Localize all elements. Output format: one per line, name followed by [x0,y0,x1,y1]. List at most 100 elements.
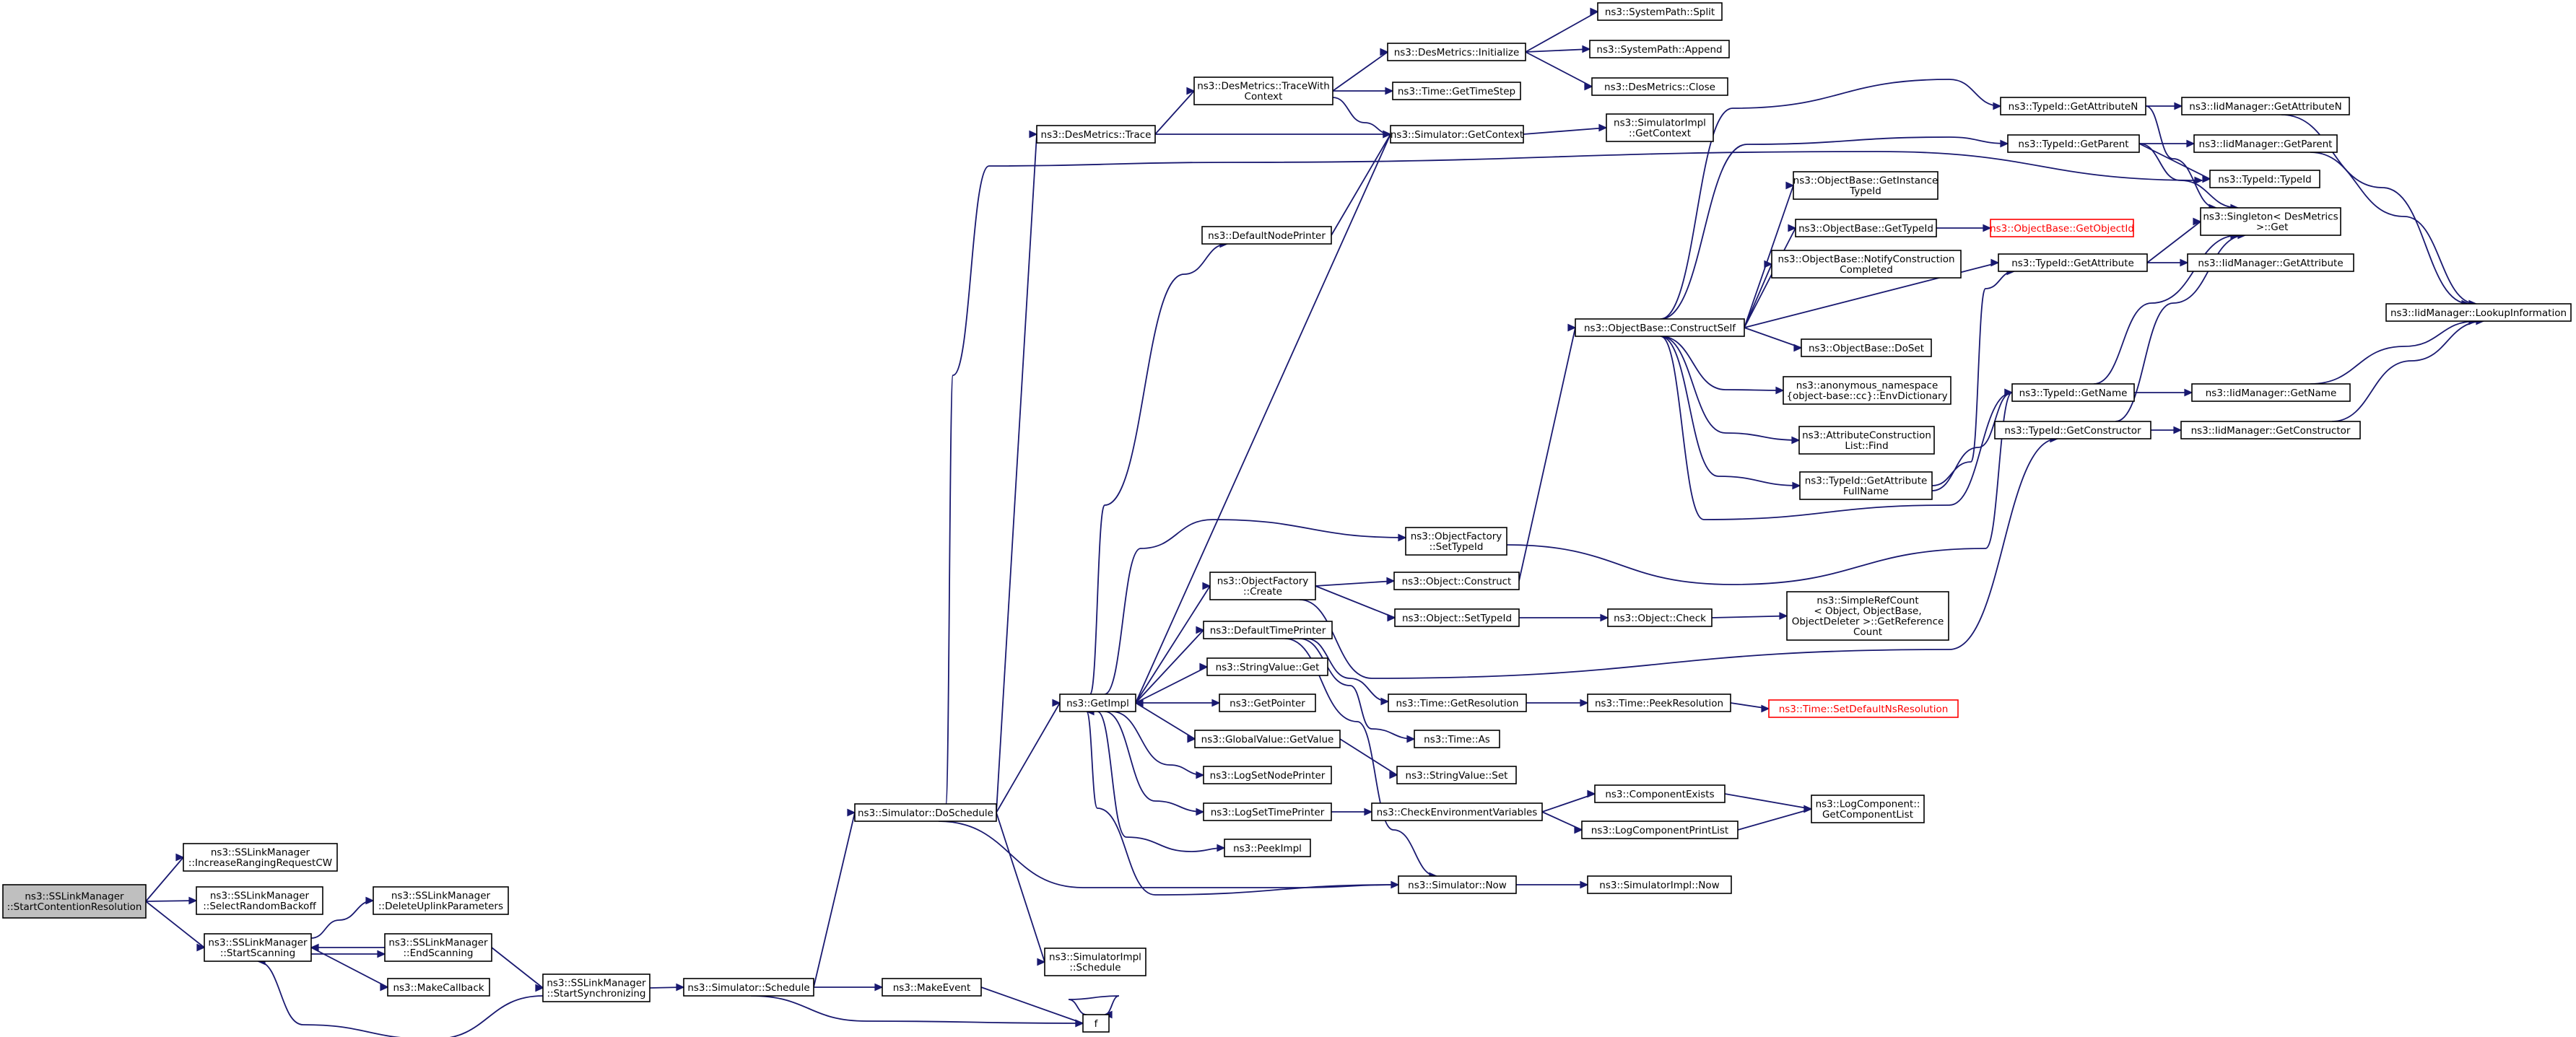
edge-line [1089,243,1228,695]
node-simDoSchedule[interactable]: ns3::Simulator::DoSchedule [854,803,997,822]
node-label-line: ::SelectRandomBackoff [203,901,316,912]
edge-line [257,961,544,1037]
node-tidGetConstr[interactable]: ns3::TypeId::GetConstructor [1994,421,2151,439]
node-strValSet[interactable]: ns3::StringValue::Set [1396,766,1517,784]
node-label-line: ns3::Object::Check [1614,613,1706,624]
node-objFactSetType[interactable]: ns3::ObjectFactory::SetTypeId [1405,527,1507,556]
node-box [2200,207,2341,236]
node-iidGetName[interactable]: ns3::IidManager::GetName [2191,383,2351,402]
node-simpleRef[interactable]: ns3::SimpleRefCount< Object, ObjectBase,… [1786,591,1949,641]
node-desInit[interactable]: ns3::DesMetrics::Initialize [1387,43,1526,61]
node-tidGetAttrN[interactable]: ns3::TypeId::GetAttributeN [2000,97,2146,115]
node-objConstruct[interactable]: ns3::Object::Construct [1393,572,1520,590]
node-box [2385,303,2572,322]
node-root[interactable]: ns3::SSLinkManager::StartContentionResol… [2,884,147,919]
node-singletonGet[interactable]: ns3::Singleton< DesMetrics >::Get [2200,207,2341,236]
node-iidGetConstr[interactable]: ns3::IidManager::GetConstructor [2180,421,2361,439]
node-checkEnv[interactable]: ns3::CheckEnvironmentVariables [1371,802,1543,821]
node-simImplNow[interactable]: ns3::SimulatorImpl::Now [1587,875,1732,894]
edge-line [813,812,856,988]
node-simSchedule[interactable]: ns3::Simulator::Schedule [683,978,814,997]
node-timeStep[interactable]: ns3::Time::GetTimeStep [1392,82,1521,100]
node-label-line: ns3::ObjectBase::ConstructSelf [1584,323,1736,334]
call-edge-objBaseConstruct-to-tidGetAttrFull [1660,336,1801,490]
node-globValGet[interactable]: ns3::GlobalValue::GetValue [1194,730,1341,748]
node-iidGetParent[interactable]: ns3::IidManager::GetParent [2193,134,2338,153]
node-obGetObjectId[interactable]: ns3::ObjectBase::GetObjectId [1990,219,2134,237]
node-logCompGetList[interactable]: ns3::LogComponent::GetComponentList [1811,795,1925,823]
node-objSetType[interactable]: ns3::Object::SetTypeId [1394,608,1520,627]
node-startSync[interactable]: ns3::SSLinkManager::StartSynchronizing [542,973,650,1002]
node-tidGetParent[interactable]: ns3::TypeId::GetParent [2007,134,2140,153]
node-defNodePrinter[interactable]: ns3::DefaultNodePrinter [1201,226,1332,245]
node-sysSplit[interactable]: ns3::SystemPath::Split [1597,2,1723,21]
node-simGetCtx[interactable]: ns3::Simulator::GetContext [1390,125,1524,144]
node-tidGetName[interactable]: ns3::TypeId::GetName [2011,383,2135,402]
node-label-line: ns3::IidManager::GetAttributeN [2189,101,2341,113]
node-timeGetRes[interactable]: ns3::Time::GetResolution [1388,693,1527,712]
node-f[interactable]: f [1082,1014,1110,1033]
node-label: ns3::TypeId::GetAttributeN [2009,101,2138,113]
node-timePeekRes[interactable]: ns3::Time::PeekResolution [1587,693,1731,712]
node-label-line: ns3::DesMetrics::TraceWith [1197,81,1330,92]
node-label-line: ns3::anonymous_namespace [1796,380,1938,392]
node-objBaseConstruct[interactable]: ns3::ObjectBase::ConstructSelf [1575,318,1745,337]
call-edge-startSync-to-startScan [256,957,544,1037]
arrowhead-icon [1792,481,1801,490]
node-endScan[interactable]: ns3::SSLinkManager::EndScanning [384,933,492,962]
node-sysAppend[interactable]: ns3::SystemPath::Append [1589,40,1730,58]
node-anonEnv[interactable]: ns3::anonymous_namespace{object-base::cc… [1783,376,1951,405]
node-delUplink[interactable]: ns3::SSLinkManager::DeleteUplinkParamete… [373,886,509,915]
node-label: ns3::Object::SetTypeId [1402,613,1512,624]
node-iidLookup[interactable]: ns3::IidManager::LookupInformation [2385,303,2572,322]
node-selRandom[interactable]: ns3::SSLinkManager::SelectRandomBackoff [196,886,323,915]
node-iidGetAttrN[interactable]: ns3::IidManager::GetAttributeN [2181,97,2350,115]
node-timeAs[interactable]: ns3::Time::As [1414,730,1500,748]
node-logCompPrint[interactable]: ns3::LogComponentPrintList [1581,821,1739,839]
node-box [1387,43,1526,61]
node-objFactCreate[interactable]: ns3::ObjectFactory::Create [1209,572,1316,600]
node-timeSetDefNs[interactable]: ns3::Time::SetDefaultNsResolution [1768,699,1959,718]
node-strValGet[interactable]: ns3::StringValue::Get [1206,657,1328,676]
node-iidGetAttr[interactable]: ns3::IidManager::GetAttribute [2187,253,2354,272]
node-compExists[interactable]: ns3::ComponentExists [1594,784,1726,803]
node-makeEvent[interactable]: ns3::MakeEvent [882,978,982,997]
node-obDoSet[interactable]: ns3::ObjectBase::DoSet [1801,338,1932,357]
node-simNow[interactable]: ns3::Simulator::Now [1398,875,1517,894]
node-tidGetAttr[interactable]: ns3::TypeId::GetAttribute [1998,253,2148,272]
node-label-line: ns3::MakeEvent [893,982,971,994]
node-label-line: ns3::ObjectBase::GetInstance [1793,175,1938,187]
node-label-line: ns3::SystemPath::Append [1596,44,1722,56]
node-label: ns3::LogComponent::GetComponentList [1816,799,1920,821]
node-logSetTime[interactable]: ns3::LogSetTimePrinter [1203,802,1332,821]
node-getPointer[interactable]: ns3::GetPointer [1219,693,1316,712]
node-makeCb[interactable]: ns3::MakeCallback [387,978,490,997]
node-incRanging[interactable]: ns3::SSLinkManager::IncreaseRangingReque… [183,843,338,872]
arrowhead-icon [188,896,198,905]
node-box [1194,730,1341,748]
node-objCheck[interactable]: ns3::Object::Check [1607,608,1713,627]
node-label-line: ns3::Object::SetTypeId [1402,613,1512,624]
node-label: ns3::ObjectBase::GetTypeId [1798,223,1933,235]
node-box [2,884,147,919]
node-tidTypeId[interactable]: ns3::TypeId::TypeId [2209,170,2320,188]
node-logSetNode[interactable]: ns3::LogSetNodePrinter [1203,766,1332,784]
node-desTrace[interactable]: ns3::DesMetrics::Trace [1036,125,1156,144]
node-getImpl[interactable]: ns3::GetImpl [1059,693,1136,712]
node-defTimePrinter[interactable]: ns3::DefaultTimePrinter [1203,621,1333,639]
arrowhead-icon [1775,386,1785,395]
node-obGetType[interactable]: ns3::ObjectBase::GetTypeId [1795,219,1937,237]
node-peekImpl[interactable]: ns3::PeekImpl [1224,839,1311,857]
node-label-line: ns3::ObjectBase::NotifyConstruction [1777,254,1954,266]
node-label: ns3::SSLinkManager::EndScanning [388,937,488,960]
node-desClose[interactable]: ns3::DesMetrics::Close [1591,77,1728,96]
node-simImplGetCtx[interactable]: ns3::SimulatorImpl::GetContext [1606,113,1714,142]
node-startScan[interactable]: ns3::SSLinkManager::StartScanning [204,933,312,962]
node-simImplSchedule[interactable]: ns3::SimulatorImpl::Schedule [1044,948,1146,976]
